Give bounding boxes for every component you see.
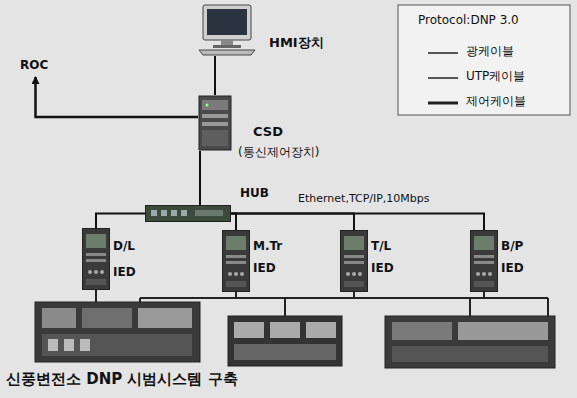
legend-sample [428,77,458,79]
node-label: (통신제어장치) [238,146,319,160]
monitor-icon [197,4,257,56]
legend-box [398,5,570,115]
node-label: D/L [113,240,135,254]
ied-device: T/LIED [340,230,368,292]
connector [231,214,484,231]
node-label: M.Tr [253,240,282,254]
connector [36,77,199,117]
node-label: CSD [253,125,283,140]
node-label: IED [501,262,524,276]
node-label: IED [113,266,136,280]
legend-text: 제어케이블 [466,95,526,109]
connector [231,214,236,231]
connector [214,56,216,95]
connector [96,214,145,229]
control-panel [385,316,555,368]
ied-icon [340,230,368,292]
network-note: Ethernet,TCP/IP,10Mbps [298,193,430,206]
ied-device: D/LIED [82,228,110,290]
hub-icon [145,205,231,222]
node-label: HMI장치 [269,36,324,51]
node-label: T/L [371,240,391,254]
node-label: HUB [240,187,269,201]
legend-text: 광케이블 [466,45,514,59]
ied-icon [82,228,110,290]
node-label: B/P [501,240,523,254]
ied-icon [470,230,498,292]
ied-icon [222,230,250,292]
figure-caption: 신풍변전소 DNP 시범시스템 구축 [6,371,238,388]
node-label: ROC [18,58,53,74]
legend-text: UTP케이블 [466,70,525,84]
ied-device: B/PIED [470,230,498,292]
hmi-device: HMI장치 [197,4,257,56]
roc-terminal: ROC [18,58,53,76]
node-label: IED [371,262,394,276]
protocol-note: Protocol:DNP 3.0 [418,14,519,28]
csd-icon [198,95,232,151]
node-label: IED [253,262,276,276]
connector [231,214,354,231]
ied-device: M.TrIED [222,230,250,292]
csd-device: CSD(통신제어장치) [198,95,232,151]
control-panel [35,302,200,362]
control-panel [228,316,342,366]
hub-device: HUB [145,205,231,222]
connector [199,151,201,205]
legend-sample [428,52,458,54]
legend-sample [428,102,458,105]
